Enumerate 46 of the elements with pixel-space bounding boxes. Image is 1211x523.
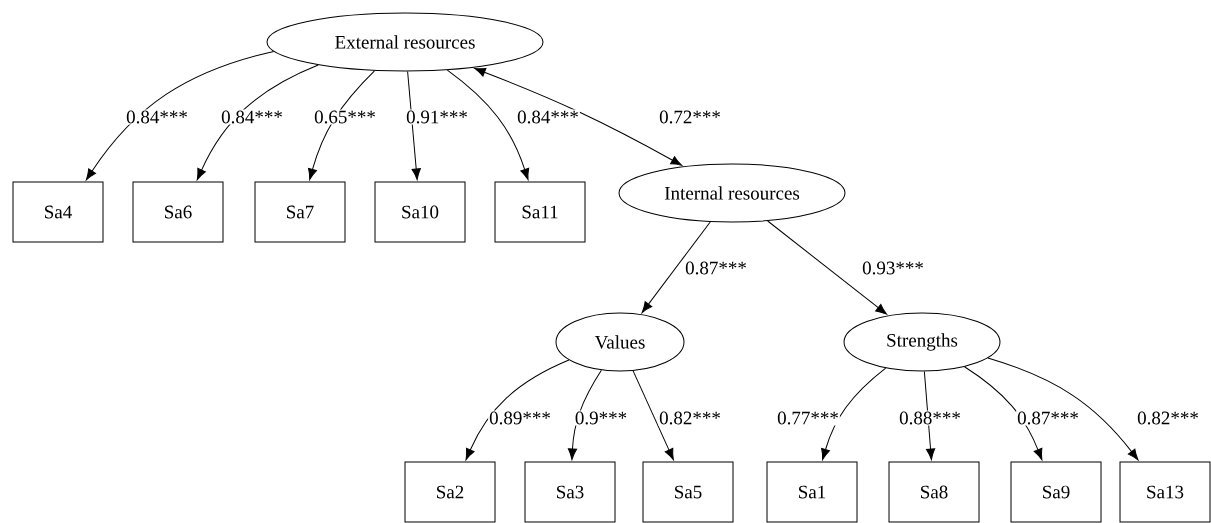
arrow <box>767 220 887 315</box>
indicator-box: Sa7 <box>254 181 346 243</box>
indicator-box: Sa11 <box>494 181 586 243</box>
edge-label: 0.89*** <box>488 410 552 426</box>
edge-label: 0.82*** <box>1136 410 1200 426</box>
edge-label: 0.93*** <box>861 260 925 276</box>
edge-label: 0.87*** <box>684 260 748 276</box>
arrow <box>308 70 375 181</box>
edge-label: 0.84*** <box>220 109 284 125</box>
edge-label: 0.82*** <box>658 410 722 426</box>
ellipse-node: External resources <box>266 12 544 72</box>
indicator-box: Sa8 <box>888 461 980 523</box>
ellipse-node: Strengths <box>843 312 1001 372</box>
arrow <box>923 371 936 460</box>
edge-label: 0.77*** <box>776 410 840 426</box>
ellipse-node: Values <box>555 312 685 372</box>
arrow <box>821 367 887 461</box>
edge-label: 0.91*** <box>405 109 469 125</box>
arrow <box>474 67 683 166</box>
edge-label: 0.72*** <box>658 109 722 125</box>
arrow <box>196 64 319 181</box>
arrow <box>407 71 421 180</box>
arrow <box>632 370 674 461</box>
edge-label: 0.9*** <box>573 410 629 426</box>
arrow <box>987 357 1139 461</box>
edge-label: 0.84*** <box>125 109 189 125</box>
arrow <box>465 359 570 461</box>
edge-label: 0.84*** <box>516 109 580 125</box>
edge-label: 0.88*** <box>898 410 962 426</box>
arrow <box>446 69 530 181</box>
indicator-box: Sa3 <box>524 461 616 523</box>
ellipse-node: Internal resources <box>618 163 846 223</box>
indicator-box: Sa6 <box>132 181 224 243</box>
indicator-box: Sa1 <box>766 461 858 523</box>
edge-label: 0.87*** <box>1016 410 1080 426</box>
arrow <box>641 221 711 313</box>
arrow <box>85 50 275 181</box>
indicator-box: Sa5 <box>642 461 734 523</box>
edge-label: 0.65*** <box>313 109 377 125</box>
indicator-box: Sa13 <box>1119 461 1211 523</box>
arrow <box>567 369 602 460</box>
arrow <box>964 366 1043 461</box>
indicator-box: Sa2 <box>404 461 496 523</box>
indicator-box: Sa10 <box>374 181 466 243</box>
indicator-box: Sa4 <box>12 181 104 243</box>
indicator-box: Sa9 <box>1010 461 1102 523</box>
